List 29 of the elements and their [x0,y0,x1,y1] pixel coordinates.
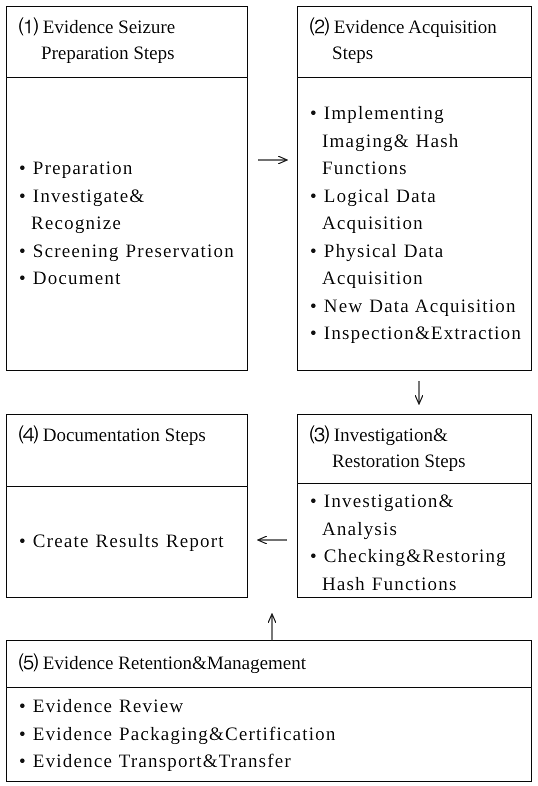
bullet-item: • New Data Acquisition [310,294,518,319]
step-card [6,6,248,371]
bullet-item: • Investigate& Recognize [19,184,146,236]
arrow [414,381,424,405]
bullet-item: • Preparation [19,157,135,182]
step-card [297,414,532,598]
step-heading: ⑴ Evidence Seizure Preparation Steps [19,17,176,64]
bullet-item: • Evidence Review [19,695,186,720]
step-heading: ⑵ Evidence Acquisition Steps [310,17,497,64]
bullet-item: • Logical Data Acquisition [310,184,438,236]
step-card [297,6,532,371]
step-heading: ⑷ Documentation Steps [19,425,206,446]
bullet-item: • Evidence Packaging&Certification [19,722,338,747]
arrow [258,155,288,165]
step-heading: ⑶ Investigation& Restoration Steps [310,425,466,472]
step-card [6,640,532,782]
bullet-item: • Checking&Restoring Hash Functions [310,545,508,596]
bullet-item: • Physical Data Acquisition [310,240,446,292]
arrow [267,613,277,640]
arrow [257,535,287,545]
bullet-item: • Inspection&Extraction [310,322,524,346]
step-card [6,414,248,598]
bullet-item: • Investigation& Analysis [310,490,456,542]
bullet-item: • Implementing Imaging& Hash Functions [310,102,460,182]
step-heading: ⑸ Evidence Retention&Management [19,653,306,674]
bullet-item: • Document [19,267,123,292]
bullet-item: • Create Results Report [19,530,226,554]
bullet-item: • Evidence Transport&Transfer [19,750,293,774]
bullet-item: • Screening Preservation [19,240,236,264]
